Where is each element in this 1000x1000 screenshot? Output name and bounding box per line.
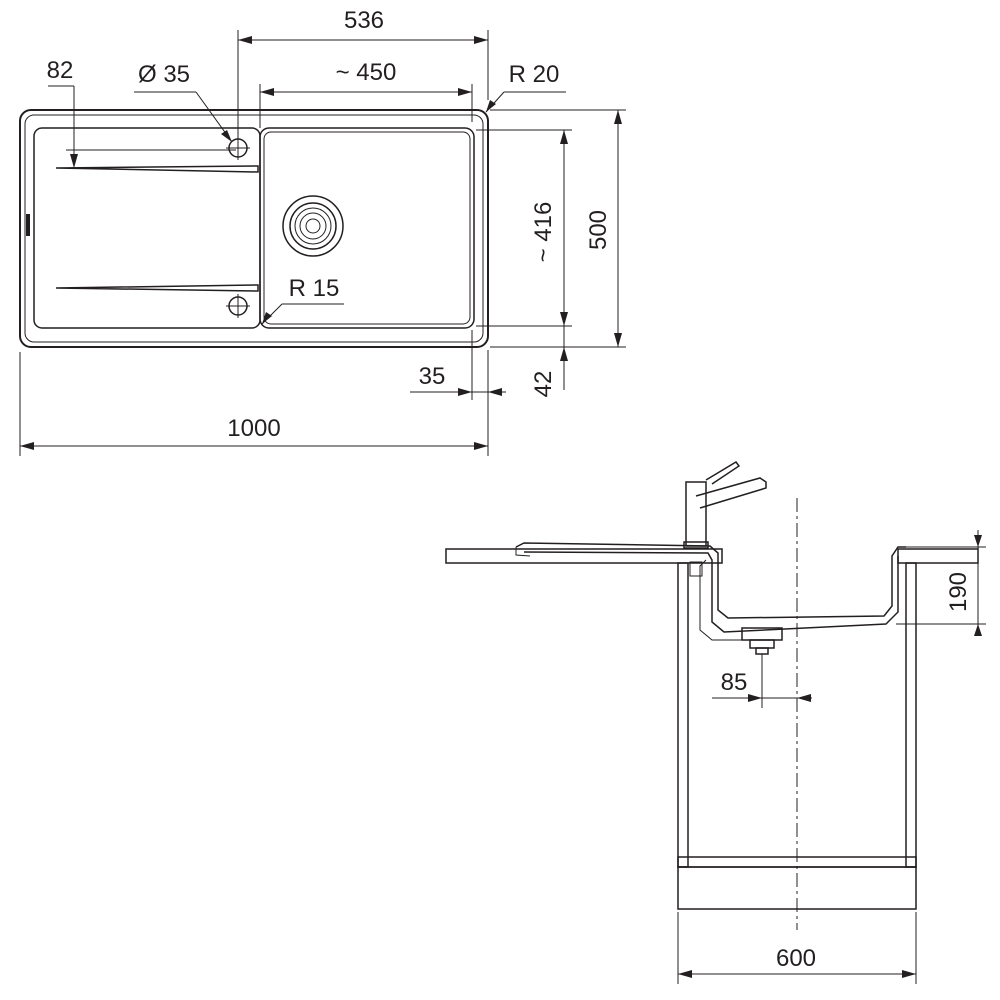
dim-85-label: 85 [721, 669, 748, 696]
dim-450-label: ~ 450 [336, 59, 397, 86]
top-view: 536 ~ 450 82 Ø 35 R 20 R 15 [19, 7, 626, 456]
tap-hole-top [226, 136, 250, 160]
bowl-inner-edge [263, 131, 471, 325]
drainer-groove-bottom [55, 284, 259, 292]
dim-35-label: 35 [419, 363, 446, 390]
dim-416-label: ~ 416 [530, 202, 557, 263]
dim-r20-label: R 20 [509, 61, 560, 88]
strainer-waste [282, 195, 344, 257]
sink-outline-inner-edge [24, 114, 484, 343]
dim-190-label: 190 [945, 572, 972, 612]
dim-500-label: 500 [585, 210, 612, 250]
dim-tap-hole-label: Ø 35 [138, 61, 190, 88]
worktop-left [445, 548, 723, 564]
drainer-area [33, 127, 261, 329]
dim-r15-label: R 15 [289, 275, 340, 302]
dim-600-label: 600 [776, 945, 816, 972]
tap-hole-bottom [226, 294, 250, 318]
tap [683, 461, 767, 549]
section-view: 190 85 600 [445, 461, 986, 984]
sink-outline [19, 109, 489, 348]
worktop-right [897, 548, 979, 564]
sink-profile [515, 542, 906, 655]
dim-536-label: 536 [344, 7, 384, 34]
drainer-groove-top [55, 165, 259, 173]
dim-1000-label: 1000 [227, 415, 280, 442]
dim-82-label: 82 [47, 57, 74, 84]
brand-mark [26, 214, 30, 236]
bowl-outline [259, 127, 475, 329]
dim-42-label: 42 [530, 371, 557, 398]
